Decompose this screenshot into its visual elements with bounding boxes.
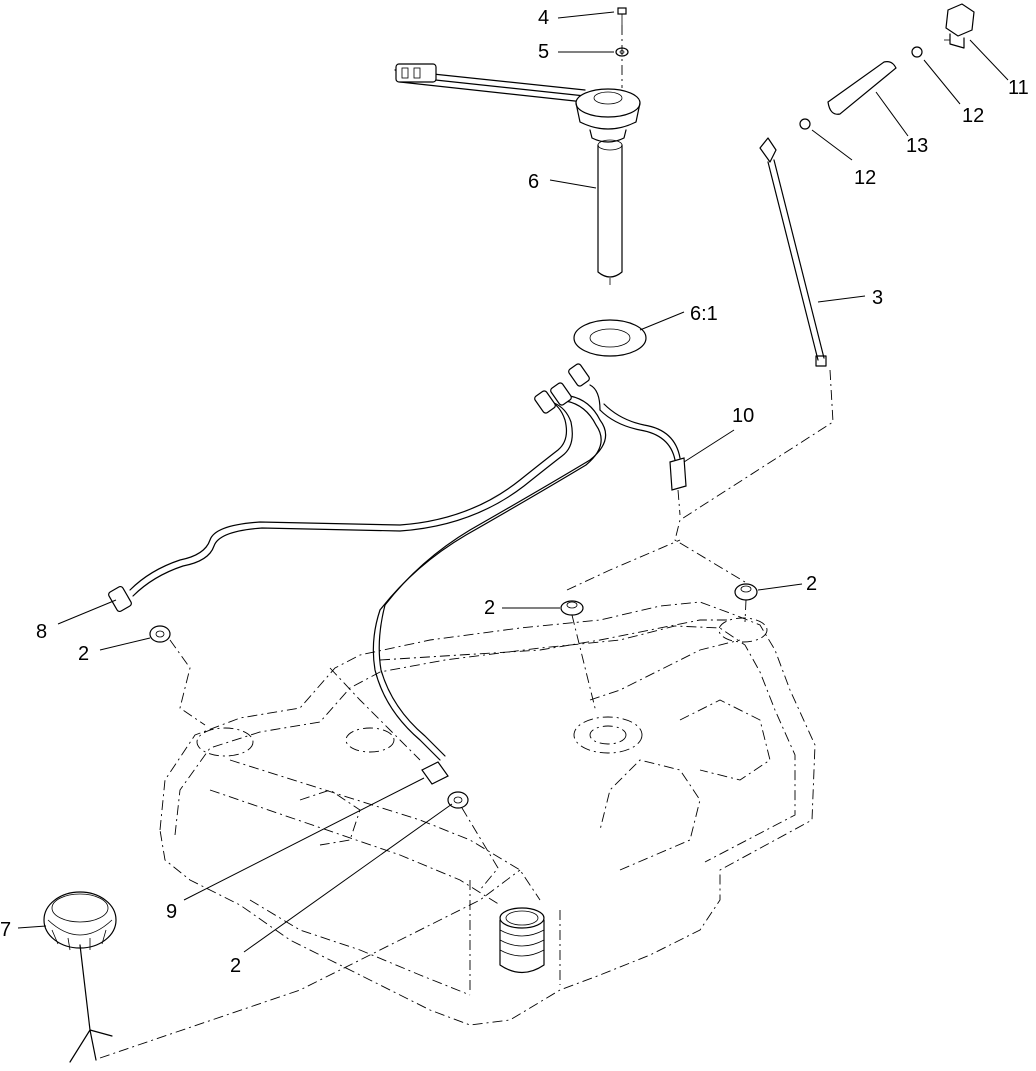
callout-3: 3 bbox=[872, 287, 883, 309]
grommet-right bbox=[734, 583, 758, 623]
callout-2-right: 2 bbox=[806, 573, 817, 595]
grommet-left bbox=[149, 625, 206, 726]
hose-clamp-2 bbox=[799, 118, 811, 130]
fuel-sender-icon bbox=[394, 63, 641, 285]
callout-5: 5 bbox=[538, 41, 549, 63]
fuel-lines bbox=[129, 384, 681, 761]
grommet-bottom bbox=[447, 791, 499, 891]
hose-clamp-1 bbox=[911, 46, 923, 58]
callout-2-mid: 2 bbox=[484, 597, 495, 619]
elbow-fitting-9 bbox=[421, 761, 449, 785]
grommet-mid bbox=[560, 539, 681, 713]
callout-4: 4 bbox=[538, 7, 549, 29]
callout-2-bottom: 2 bbox=[230, 955, 241, 977]
washer bbox=[615, 25, 629, 88]
gasket bbox=[573, 319, 647, 357]
callout-8: 8 bbox=[36, 621, 47, 643]
fuel-cap-icon bbox=[43, 869, 521, 1063]
callout-7: 7 bbox=[0, 919, 11, 941]
callout-6: 6 bbox=[528, 171, 539, 193]
fuel-tank-icon bbox=[159, 601, 816, 1026]
callout-13: 13 bbox=[906, 135, 928, 157]
hose bbox=[827, 61, 897, 115]
callout-2-left: 2 bbox=[78, 643, 89, 665]
elbow-fitting bbox=[669, 457, 687, 516]
tee-fitting-left bbox=[108, 585, 132, 613]
callout-12-a: 12 bbox=[962, 105, 984, 127]
leader-lines bbox=[17, 11, 1009, 953]
callout-labels: 4 5 6 6:1 3 10 11 12 13 12 8 2 2 2 9 2 7 bbox=[0, 7, 1029, 977]
dip-tube bbox=[674, 137, 834, 583]
callout-11: 11 bbox=[1008, 77, 1029, 99]
line-fittings bbox=[534, 363, 590, 414]
shutoff-valve bbox=[944, 3, 975, 49]
callout-9: 9 bbox=[166, 901, 177, 923]
bolt bbox=[617, 7, 627, 25]
callout-10: 10 bbox=[732, 405, 754, 427]
callout-12-b: 12 bbox=[854, 167, 876, 189]
callout-6-1: 6:1 bbox=[690, 303, 718, 325]
filler-neck bbox=[499, 907, 545, 974]
